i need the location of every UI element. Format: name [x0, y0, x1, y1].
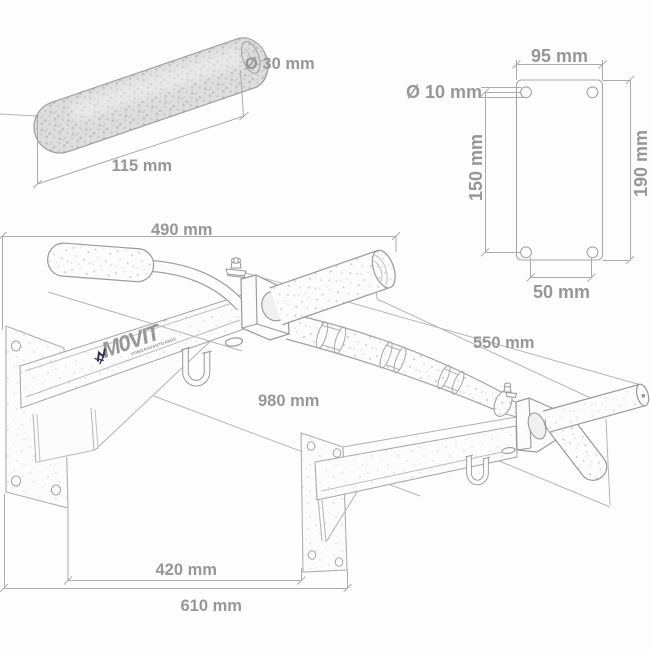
svg-text:550 mm: 550 mm	[473, 334, 534, 352]
svg-text:115 mm: 115 mm	[112, 157, 173, 175]
svg-text:190 mm: 190 mm	[631, 130, 650, 197]
svg-text:490 mm: 490 mm	[151, 221, 212, 239]
svg-text:50 mm: 50 mm	[533, 282, 590, 302]
svg-text:420 mm: 420 mm	[156, 561, 217, 579]
svg-text:Ø 30 mm: Ø 30 mm	[245, 55, 315, 73]
svg-text:Ø 10 mm: Ø 10 mm	[406, 82, 482, 102]
svg-text:150 mm: 150 mm	[466, 134, 486, 201]
svg-text:610 mm: 610 mm	[181, 597, 242, 615]
svg-text:95 mm: 95 mm	[531, 46, 588, 66]
svg-text:980 mm: 980 mm	[258, 392, 319, 410]
svg-text:™: ™	[162, 318, 169, 325]
